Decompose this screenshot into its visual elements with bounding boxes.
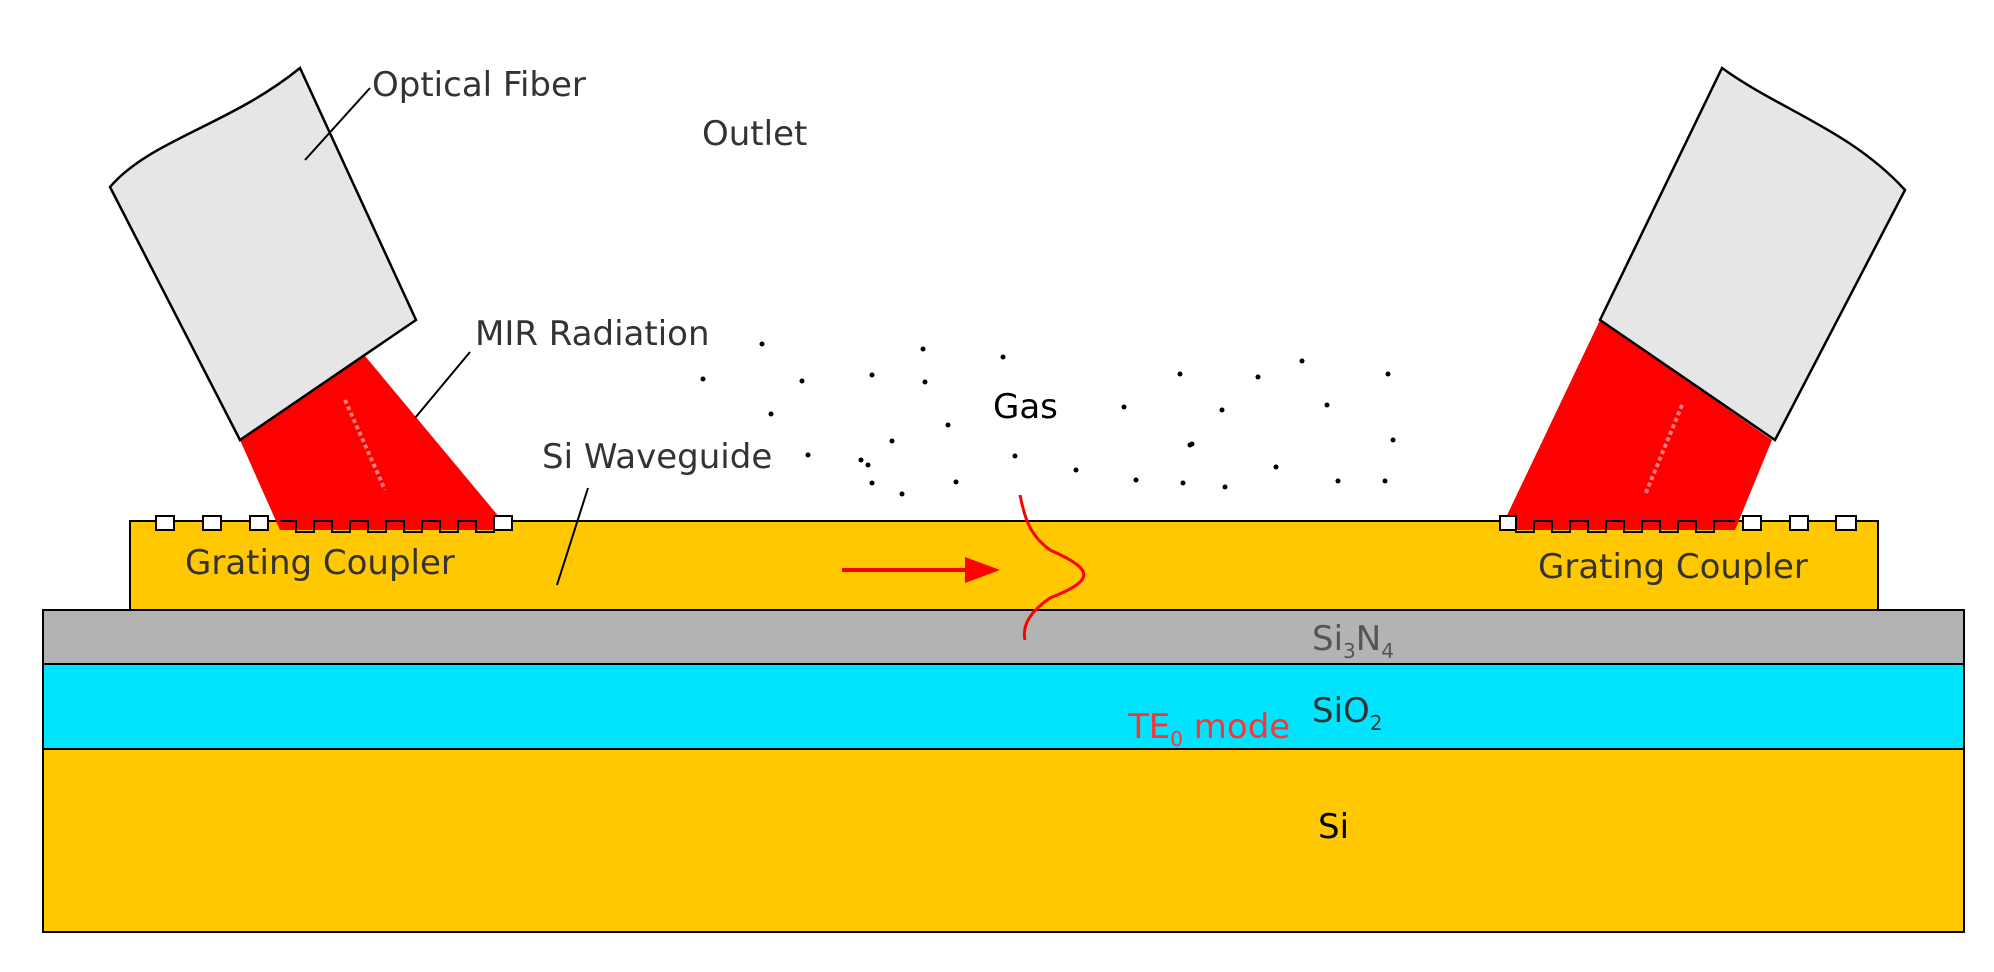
grating-notches-left bbox=[280, 520, 510, 533]
gas-molecules bbox=[700, 341, 1396, 497]
leader-si-waveguide bbox=[556, 487, 589, 586]
grating-tooth-left-end bbox=[493, 515, 513, 531]
grating-notches-right bbox=[1500, 520, 1735, 533]
leader-optical-fiber bbox=[304, 87, 371, 161]
si-waveguide-slab bbox=[129, 520, 1879, 611]
grating-teeth-left bbox=[155, 515, 269, 531]
label-te0-mode: TE0 mode bbox=[1127, 707, 1290, 751]
label-si3n4-sub1: 3 bbox=[1343, 639, 1356, 663]
mir-radiation-beam-right bbox=[1500, 320, 1772, 530]
grating-teeth-right bbox=[1499, 515, 1857, 531]
label-gas: Gas bbox=[993, 387, 1058, 427]
label-si3n4-sub2: 4 bbox=[1381, 639, 1394, 663]
label-sio2-sub: 2 bbox=[1370, 711, 1383, 735]
label-sio2: SiO2 bbox=[1312, 691, 1383, 735]
label-te0-base: TE bbox=[1127, 707, 1170, 747]
optical-fiber-left bbox=[108, 66, 418, 442]
label-si3n4-mid: N bbox=[1356, 619, 1381, 659]
label-si: Si bbox=[1318, 807, 1349, 847]
label-grating-coupler-left: Grating Coupler bbox=[185, 543, 455, 583]
label-si3n4: Si3N4 bbox=[1312, 619, 1394, 663]
sio2-layer bbox=[42, 663, 1965, 750]
label-sio2-base: SiO bbox=[1312, 691, 1370, 731]
beam-direction-arrow-left bbox=[343, 399, 387, 491]
propagation-arrow-head bbox=[965, 557, 1000, 583]
beam-direction-arrow-right bbox=[1643, 404, 1684, 496]
optical-fiber-right bbox=[1598, 66, 1907, 442]
label-si-waveguide: Si Waveguide bbox=[542, 437, 772, 477]
label-mir-radiation: MIR Radiation bbox=[475, 314, 710, 354]
label-te0-tail: mode bbox=[1183, 707, 1290, 747]
label-outlet: Outlet bbox=[702, 114, 807, 154]
si-substrate-layer bbox=[42, 748, 1965, 933]
label-si3n4-base: Si bbox=[1312, 619, 1343, 659]
si3n4-layer bbox=[42, 609, 1965, 665]
label-grating-coupler-right: Grating Coupler bbox=[1538, 547, 1808, 587]
label-te0-sub: 0 bbox=[1170, 727, 1183, 751]
label-optical-fiber: Optical Fiber bbox=[372, 65, 586, 105]
leader-mir-radiation bbox=[414, 351, 471, 419]
te0-mode-profile bbox=[1018, 494, 1085, 641]
